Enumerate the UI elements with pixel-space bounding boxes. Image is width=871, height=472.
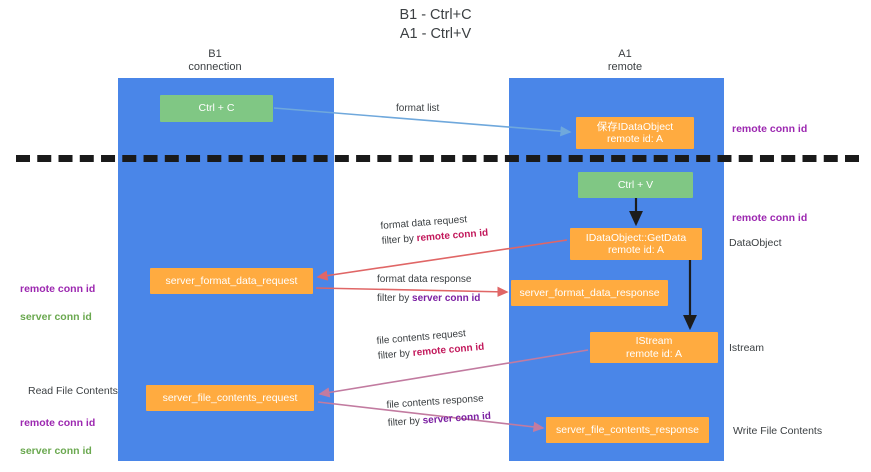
- node-server-file-contents-request[interactable]: server_file_contents_request: [146, 385, 314, 411]
- label-conn-ids-top: remote conn id server conn id: [20, 268, 95, 338]
- label-server-conn-id: server conn id: [20, 311, 92, 323]
- phase-divider: [16, 155, 859, 162]
- node-istream[interactable]: IStream remote id: A: [590, 332, 718, 363]
- node-ctrl-v[interactable]: Ctrl + V: [578, 172, 693, 198]
- label-remote-conn-id: remote conn id: [20, 417, 96, 429]
- edge-label-format-list: format list: [396, 101, 439, 116]
- node-idataobject[interactable]: 保存IDataObject remote id: A: [576, 117, 694, 149]
- edge-label-line2: filter by server conn id: [387, 410, 492, 429]
- label-write-file-contents: Write File Contents: [733, 425, 823, 437]
- label-istream: Istream: [729, 342, 765, 354]
- edge-label-line1: format list: [396, 103, 440, 114]
- page-title: B1 - Ctrl+C A1 - Ctrl+V: [399, 7, 472, 42]
- edge-label-format-data-request: format data request filter by remote con…: [380, 211, 489, 249]
- edge-label-file-contents-request: file contents request filter by remote c…: [376, 325, 485, 364]
- label-remote-conn-id-top: remote conn id: [732, 123, 808, 135]
- label-server-conn-id: server conn id: [20, 445, 92, 457]
- edge-label-format-data-response: format data response filter by server co…: [377, 272, 480, 306]
- key-server-conn-id: server conn id: [412, 293, 481, 304]
- edge-label-line2: filter by server conn id: [377, 293, 481, 304]
- edge-label-line1: format data response: [377, 274, 472, 285]
- lane-header-b1: B1 connection: [188, 48, 242, 73]
- edge-label-file-contents-response: file contents response filter by server …: [386, 391, 491, 431]
- label-conn-ids-bottom: remote conn id server conn id: [20, 402, 95, 472]
- lane-header-a1: A1 remote: [607, 48, 643, 73]
- node-ctrl-c[interactable]: Ctrl + C: [160, 95, 273, 122]
- label-remote-conn-id-mid: remote conn id: [732, 212, 808, 224]
- key-remote-conn-id: remote conn id: [412, 341, 485, 359]
- node-server-format-data-response[interactable]: server_format_data_response: [511, 280, 668, 306]
- label-remote-conn-id: remote conn id: [20, 283, 96, 295]
- node-idataobject-getdata[interactable]: IDataObject::GetData remote id: A: [570, 228, 702, 260]
- node-server-file-contents-response[interactable]: server_file_contents_response: [546, 417, 709, 443]
- key-remote-conn-id: remote conn id: [416, 227, 489, 245]
- node-server-format-data-request[interactable]: server_format_data_request: [150, 268, 313, 294]
- key-server-conn-id: server conn id: [422, 410, 492, 427]
- label-data-object: DataObject: [729, 237, 782, 249]
- label-read-file-contents: Read File Contents: [28, 385, 118, 397]
